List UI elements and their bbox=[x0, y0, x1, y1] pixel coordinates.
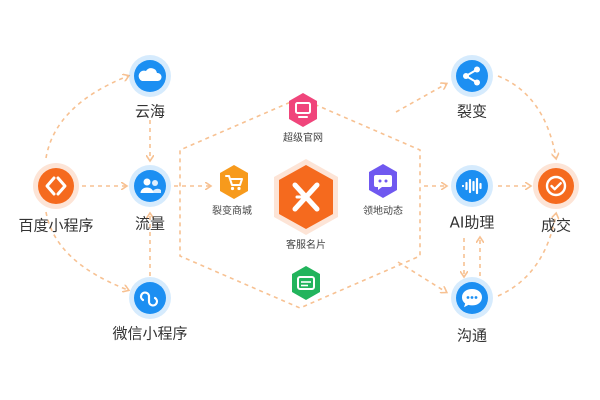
website-icon bbox=[289, 93, 317, 127]
label-baidu: 百度小程序 bbox=[18, 216, 94, 235]
node-baidu bbox=[32, 162, 80, 210]
label-lingdi: 领地动态 bbox=[363, 206, 403, 217]
voice-wave-icon bbox=[451, 165, 493, 207]
node-liuliang bbox=[128, 164, 172, 208]
baidu-mini-program-icon bbox=[33, 163, 79, 209]
chat-bot-icon bbox=[369, 164, 397, 198]
label-center: 客服名片 bbox=[286, 240, 326, 251]
connector-liebian-chengjiao bbox=[497, 75, 556, 158]
label-chaoji: 超级官网 bbox=[283, 133, 323, 144]
hexagon-outline bbox=[179, 97, 421, 309]
node-lingdi bbox=[366, 162, 400, 200]
label-liebian: 裂变 bbox=[456, 102, 488, 121]
connector-hexagon-goutong bbox=[397, 261, 446, 292]
node-weixin bbox=[128, 276, 172, 320]
chat-icon bbox=[451, 277, 493, 319]
label-yunhai: 云海 bbox=[134, 102, 166, 121]
connector-baidu-yunhai bbox=[45, 76, 128, 159]
node-yunhai bbox=[128, 54, 172, 98]
cart-icon bbox=[220, 165, 248, 199]
label-goutong: 沟通 bbox=[456, 326, 488, 345]
check-icon bbox=[533, 163, 579, 209]
label-liebian-shop: 裂变商城 bbox=[212, 206, 252, 217]
connector-goutong-chengjiao bbox=[497, 214, 556, 297]
wechat-mini-program-icon bbox=[129, 277, 171, 319]
users-icon bbox=[129, 165, 171, 207]
node-liebian-shop bbox=[217, 163, 251, 201]
node-liebian bbox=[450, 54, 494, 98]
node-goutong bbox=[450, 276, 494, 320]
connector-baidu-weixin bbox=[45, 211, 128, 290]
node-chengjiao bbox=[532, 162, 580, 210]
node-center bbox=[271, 157, 341, 237]
cloud-icon bbox=[129, 55, 171, 97]
brand-x-icon bbox=[274, 159, 338, 235]
node-mingpian bbox=[289, 264, 323, 302]
label-weixin: 微信小程序 bbox=[112, 324, 188, 343]
card-icon bbox=[292, 266, 320, 300]
label-chengjiao: 成交 bbox=[540, 216, 572, 235]
node-chaoji bbox=[286, 91, 320, 129]
label-ai: AI助理 bbox=[449, 213, 495, 232]
node-ai bbox=[450, 164, 494, 208]
label-liuliang: 流量 bbox=[134, 214, 166, 233]
share-icon bbox=[451, 55, 493, 97]
connector-hexagon-liebian bbox=[395, 84, 446, 113]
